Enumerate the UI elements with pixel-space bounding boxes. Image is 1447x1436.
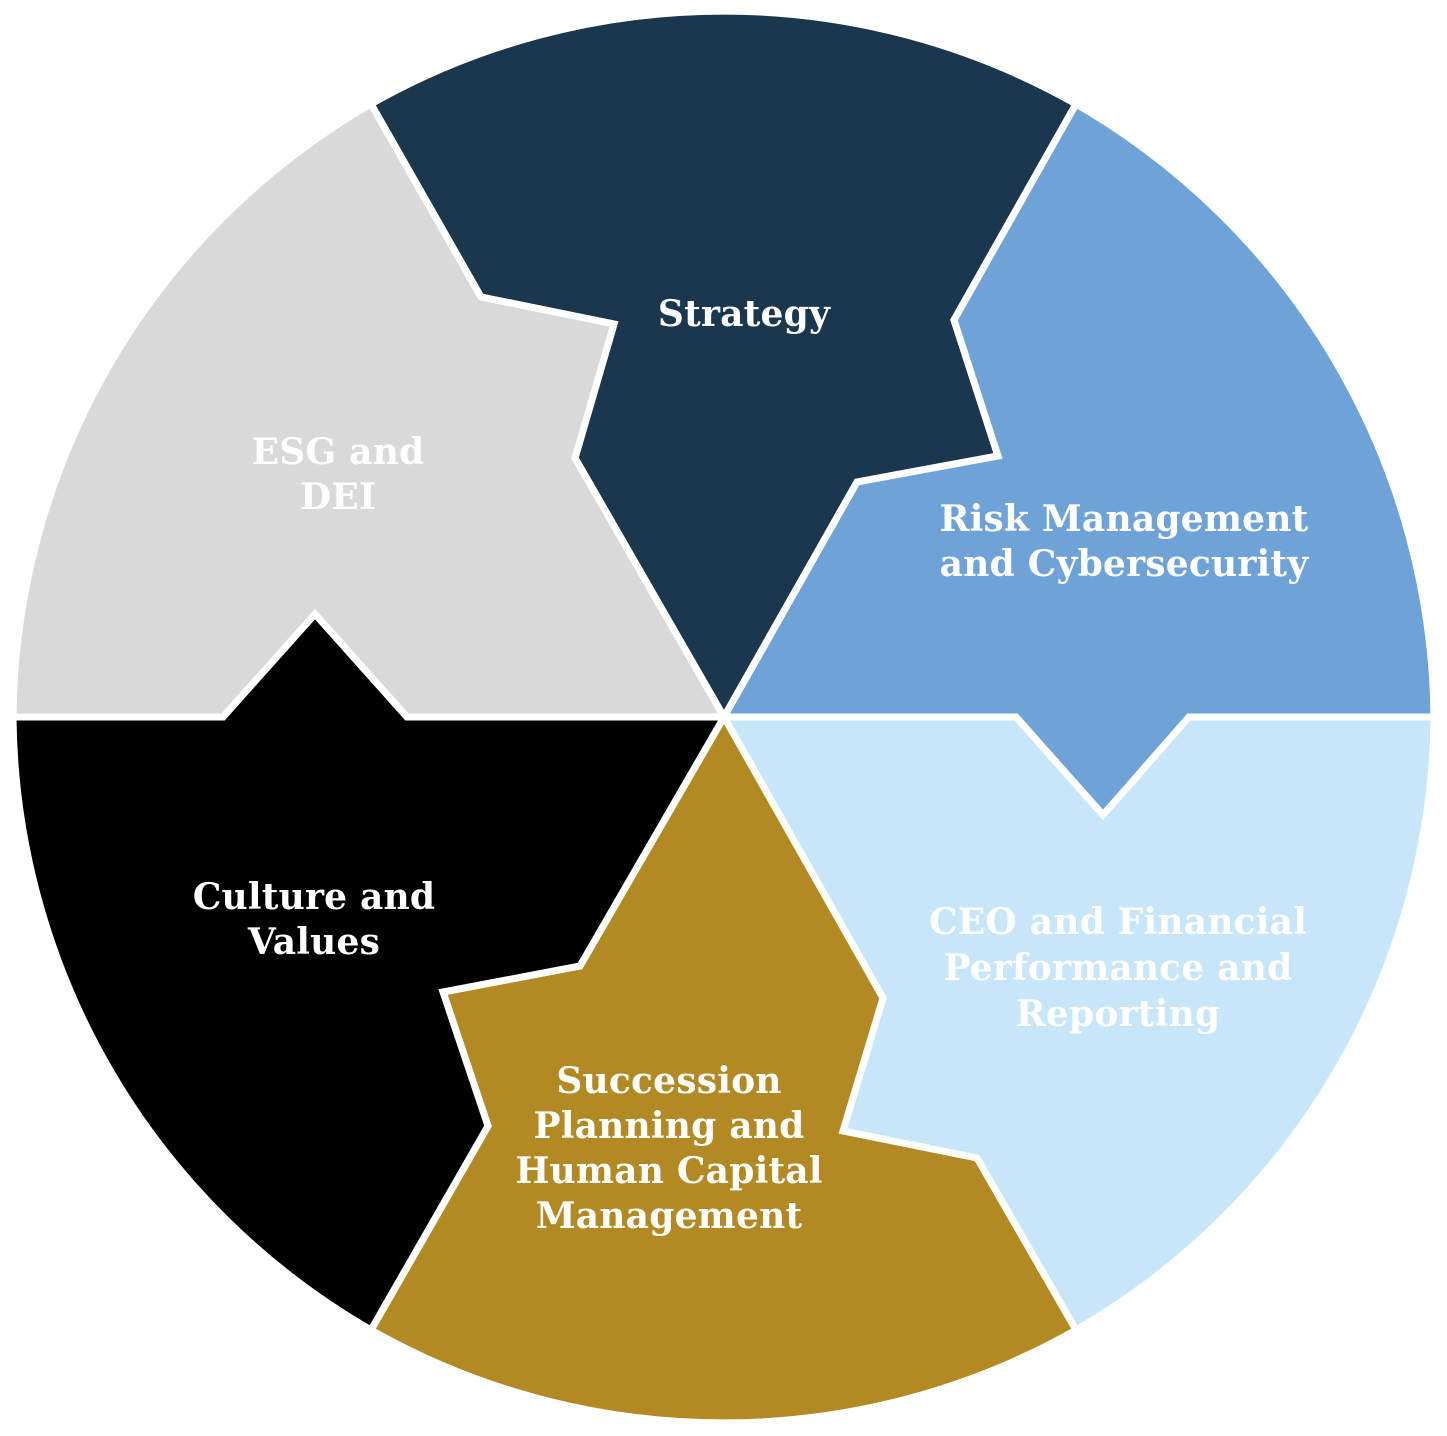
segment-risk-label-line: Risk Management [940, 498, 1309, 540]
segment-culture-label-line: Culture and [193, 876, 436, 918]
segment-culture-label-line: Values [247, 921, 380, 963]
segment-esg-shape [9, 99, 731, 721]
segment-ceo-label-line: Reporting [1016, 993, 1220, 1035]
segment-succession-label-line: Succession [556, 1060, 781, 1102]
segment-risk-label-line: and Cybersecurity [940, 543, 1310, 585]
segment-ceo-shape [717, 713, 1438, 1335]
segment-risk-shape [717, 99, 1438, 821]
segment-esg-label-line: ESG and [252, 431, 425, 473]
segment-esg-label-line: DEI [300, 476, 376, 518]
segment-succession-label-line: Human Capital [515, 1150, 822, 1192]
segment-strategy-label: Strategy [658, 293, 831, 335]
segment-strategy-shape [366, 7, 1081, 725]
segment-ceo-label-line: Performance and [943, 947, 1292, 989]
segment-culture-shape [9, 608, 731, 1335]
segment-strategy: Strategy [366, 7, 1081, 725]
segment-succession-shape [366, 709, 1081, 1427]
segment-succession-label-line: Planning and [533, 1105, 804, 1147]
segment-strategy-label-line: Strategy [658, 293, 831, 335]
segment-succession-label-line: Management [536, 1195, 803, 1237]
segment-ceo-label-line: CEO and Financial [929, 901, 1307, 943]
